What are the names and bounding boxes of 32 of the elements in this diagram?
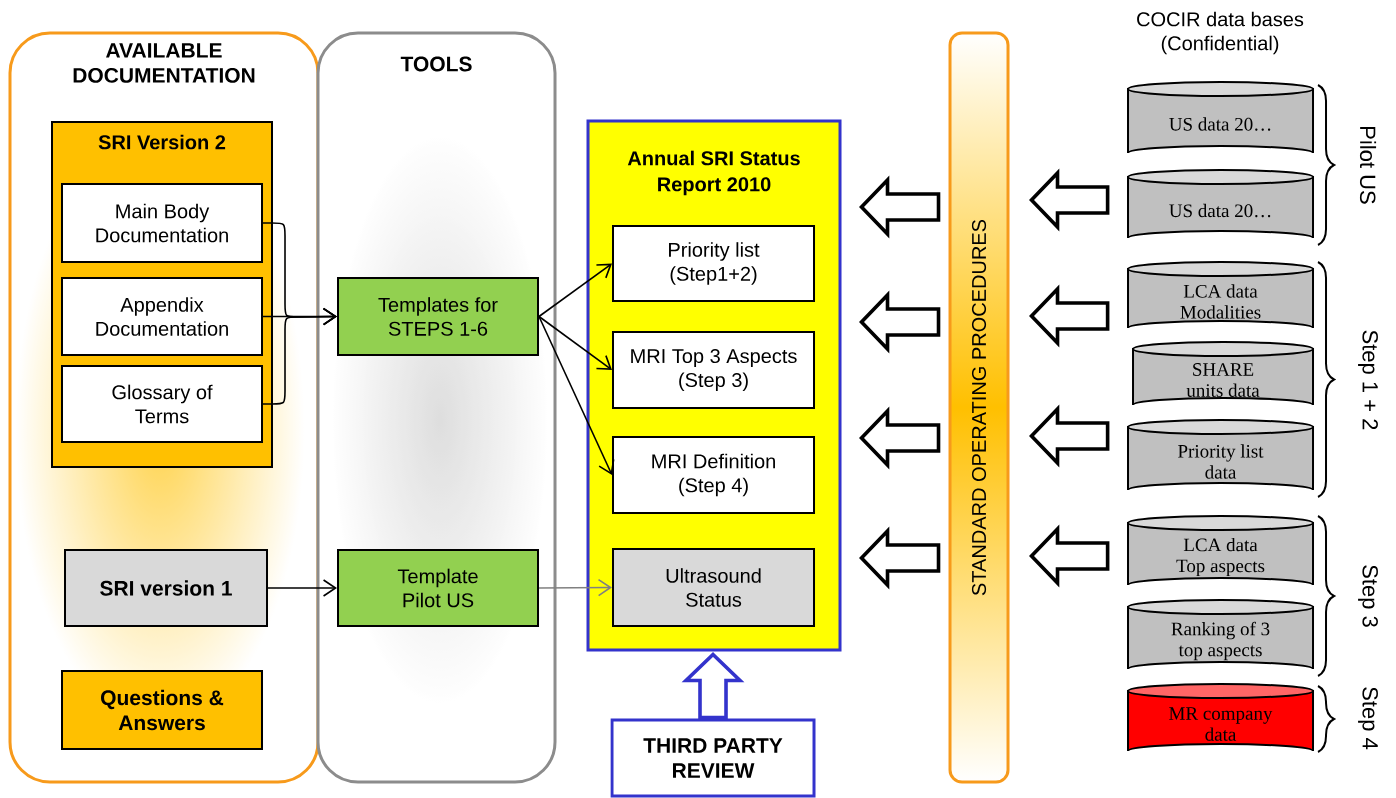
arrow (538, 263, 612, 318)
process-box: MRI Definition (Step 4) (612, 436, 815, 514)
bracket-label: Step 3 (1358, 565, 1378, 627)
arrow (538, 578, 612, 597)
process-box: MRI Top 3 Aspects (Step 3) (612, 331, 815, 409)
process-box: Priority list (Step1+2) (612, 225, 815, 302)
database-cylinder: Priority list data (1127, 419, 1314, 491)
arrow (267, 579, 337, 597)
arrow (262, 307, 337, 405)
database-cylinder: US data 20… (1127, 81, 1314, 154)
database-cylinder: MR company data (1127, 683, 1314, 752)
bracket-label: Pilot US (1359, 127, 1377, 204)
database-cylinder: SHARE units data (1132, 341, 1314, 406)
database-cylinder: LCA data Modalities (1127, 261, 1314, 329)
process-box: Glossary of Terms (61, 365, 263, 443)
process-box: SRI version 1 (64, 549, 268, 627)
process-box: Main Body Documentation (61, 183, 263, 263)
bracket-label: Step 4 (1358, 687, 1378, 750)
process-box: Template Pilot US (337, 549, 539, 627)
process-box: Questions & Answers (61, 670, 263, 750)
vertical-band: STANDARD OPERATING PROCEDURES (948, 31, 1010, 784)
database-cylinder: US data 20… (1127, 169, 1314, 239)
process-box: THIRD PARTY REVIEW (610, 718, 816, 798)
arrow (538, 315, 612, 370)
process-box: Appendix Documentation (61, 277, 263, 356)
database-cylinder: LCA data Top aspects (1127, 515, 1314, 586)
heading: COCIR data bases (Confidential) (1137, 11, 1304, 55)
arrow (538, 315, 615, 475)
process-box: Ultrasound Status (612, 548, 815, 627)
bracket-label: Step 1 + 2 (1358, 330, 1378, 430)
process-box: Templates for STEPS 1-6 (337, 277, 539, 356)
database-cylinder: Ranking of 3 top aspects (1127, 599, 1314, 670)
